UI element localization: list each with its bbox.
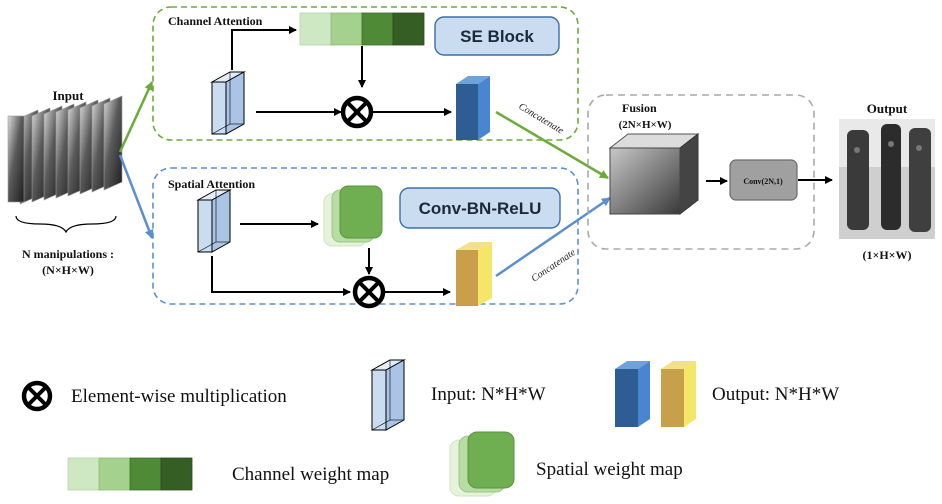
output-dims: (1×H×W) [862,248,911,262]
spatial-output-block [456,242,492,306]
channel-to-weights-arrow [231,26,297,70]
fusion-dims: (2N×H×W) [619,119,672,131]
conv-2n-1-label: Conv(2N,1) [743,177,783,186]
legend-input-text: Input: N*H*W [431,384,546,405]
spatial-concat-label: Concatenate [530,247,579,285]
spatial-input-block [196,189,232,253]
legend-output-text: Output: N*H*W [712,384,839,405]
spatial-concat-arrow [495,196,611,278]
input-group: Input N manipulations : (N×H×W) [7,88,123,277]
spatial-attention-border [152,167,579,305]
output-group: Output (1×H×W) [839,101,935,262]
legend-spatial-text: Spatial weight map [536,459,683,480]
fusion-cube [608,132,700,216]
channel-input-block [210,71,246,135]
spatial-weight-map [323,185,383,247]
conv-bn-relu-label: Conv-BN-ReLU [419,199,542,218]
legend-channel-weight-map [67,457,193,491]
fusion-title: Fusion [622,101,657,115]
output-image [839,119,935,239]
fusion-border [587,94,815,250]
channel-branch-arrow [118,81,154,153]
legend-channel-text: Channel weight map [232,464,389,485]
legend-spatial-weight-map [449,431,515,497]
legend-output-gold-block [661,361,696,427]
legend-output-blue-block [615,361,650,427]
legend-multiply-icon [21,380,53,412]
input-title: Input [52,88,84,103]
channel-attention-border [152,6,579,141]
spatial-branch-arrow [118,154,154,239]
channel-multiply-icon [340,95,374,129]
spatial-attention-title: Spatial Attention [168,177,255,191]
channel-weight-map [299,12,425,46]
se-block-label: SE Block [460,27,534,46]
channel-attention-title: Channel Attention [168,14,263,28]
spatial-attention-panel: Spatial Attention Conv-BN-ReLU [152,167,579,309]
channel-concat-arrow [495,110,609,180]
conv-2n-1-box [729,159,798,201]
legend-multiplication-text: Element-wise multiplication [71,386,287,407]
output-title: Output [867,101,908,116]
conv-bn-relu-box [399,187,561,229]
channel-attention-panel: Channel Attention SE Block [152,6,579,141]
channel-output-block [456,76,490,140]
fusion-panel: Fusion (2N×H×W) Conv(2N,1) [587,94,815,250]
se-block-box [434,16,560,56]
spatial-multiply-icon [352,275,386,309]
input-brace [15,215,117,234]
channel-concat-label: Concatenate [516,101,565,137]
legend: Element-wise multiplication Input: N*H*W… [21,359,839,497]
legend-input-block [370,359,406,431]
input-caption-line1: N manipulations : [22,247,114,261]
input-caption-line2: (N×H×W) [42,263,94,277]
spatial-input-to-multiply [211,256,351,296]
input-image-stack [7,95,123,205]
